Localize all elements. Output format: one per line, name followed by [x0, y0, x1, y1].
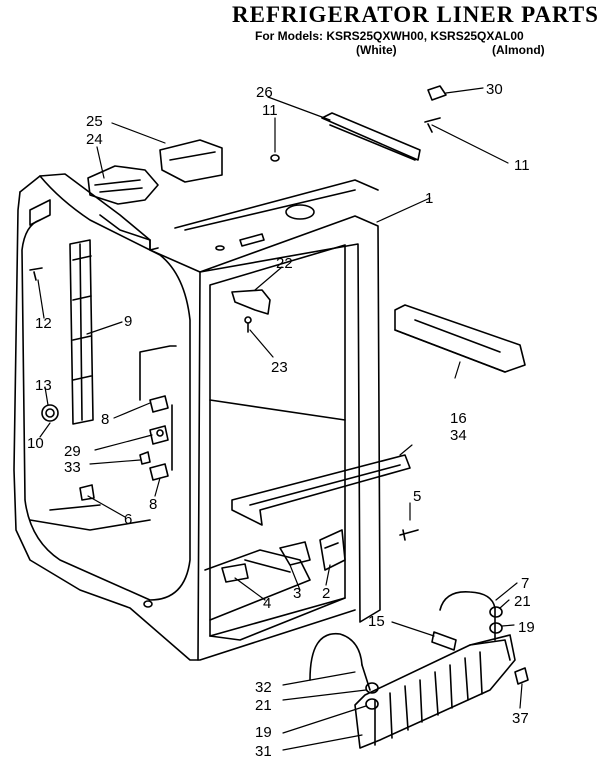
callout-21b: 21	[255, 697, 272, 714]
part-9-rail	[69, 239, 94, 425]
callout-13: 13	[35, 377, 52, 394]
callout-30: 30	[486, 81, 503, 98]
callout-33: 33	[64, 459, 81, 476]
part-22-23-bracket	[231, 289, 271, 333]
callout-21a: 21	[514, 593, 531, 610]
callout-22: 22	[276, 255, 293, 272]
diagram-title: REFRIGERATOR LINER PARTS	[232, 2, 599, 27]
part-31-tray	[309, 591, 529, 749]
callout-9: 9	[124, 313, 132, 330]
color-white-label: (White)	[356, 43, 397, 57]
callout-31: 31	[255, 743, 272, 760]
callout-23: 23	[271, 359, 288, 376]
small-components	[29, 267, 177, 501]
callout-8b: 8	[149, 496, 157, 513]
color-almond-label: (Almond)	[492, 43, 545, 57]
callout-32: 32	[255, 679, 272, 696]
callout-10: 10	[27, 435, 44, 452]
callout-1: 1	[425, 190, 433, 207]
callout-2: 2	[322, 585, 330, 602]
callout-19a: 19	[518, 619, 535, 636]
callout-26: 26	[256, 84, 273, 101]
callout-16: 16	[450, 410, 467, 427]
model-numbers: For Models: KSRS25QXWH00, KSRS25QXAL00	[255, 29, 524, 43]
callout-12: 12	[35, 315, 52, 332]
part-24-25-housing	[87, 139, 223, 205]
callout-5: 5	[413, 488, 421, 505]
liner-body	[13, 173, 381, 661]
callout-8a: 8	[101, 411, 109, 428]
callout-24: 24	[86, 131, 103, 148]
leader-lines	[37, 87, 523, 751]
callout-37: 37	[512, 710, 529, 727]
callout-3: 3	[293, 585, 301, 602]
part-26-bracket	[270, 85, 447, 162]
callout-7: 7	[521, 575, 529, 592]
callout-15: 15	[368, 613, 385, 630]
callout-6: 6	[124, 511, 132, 528]
callout-29: 29	[64, 443, 81, 460]
callout-25: 25	[86, 113, 103, 130]
callout-11a: 11	[262, 102, 278, 119]
callout-19b: 19	[255, 724, 272, 741]
callout-34: 34	[450, 427, 467, 444]
part-16-34-shelves	[231, 304, 526, 526]
part-2-3-4-5-fixtures	[221, 529, 419, 583]
callout-4: 4	[263, 595, 271, 612]
callout-11b: 11	[514, 157, 530, 174]
